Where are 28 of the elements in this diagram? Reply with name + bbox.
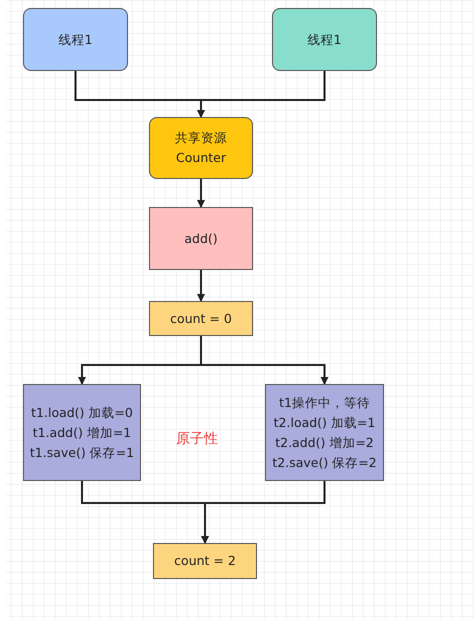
arrow: [197, 179, 205, 208]
process-box: [149, 117, 253, 179]
note-text: 原子性: [176, 430, 218, 449]
process-box: [272, 8, 377, 71]
process-box: [149, 207, 253, 270]
process-box: [23, 384, 141, 481]
node-text: count = 2: [174, 552, 236, 570]
node-text: t2.load() 加载=1: [274, 414, 376, 432]
node-text: 线程1: [308, 30, 342, 48]
process-box: [23, 8, 128, 71]
process-box: [149, 301, 253, 336]
node-text: add(): [184, 230, 218, 248]
node-text: Counter: [176, 149, 226, 167]
arrow: [197, 71, 326, 118]
node-text: t1操作中，等待: [279, 394, 370, 412]
node-text: t2.save() 保存=2: [272, 454, 377, 472]
process-box: [153, 543, 257, 579]
node-text: t1.save() 保存=1: [30, 444, 134, 462]
arrow: [197, 270, 205, 302]
node-text: 线程1: [58, 30, 92, 48]
arrow: [201, 481, 326, 544]
node-text: 共享资源: [175, 129, 227, 147]
arrow: [200, 336, 328, 385]
node-text: t1.add() 增加=1: [32, 424, 132, 442]
node-text: t1.load() 加载=0: [31, 404, 133, 422]
process-box: [265, 384, 384, 481]
node-text: count = 0: [170, 310, 232, 328]
node-text: t2.add() 增加=2: [275, 434, 374, 452]
